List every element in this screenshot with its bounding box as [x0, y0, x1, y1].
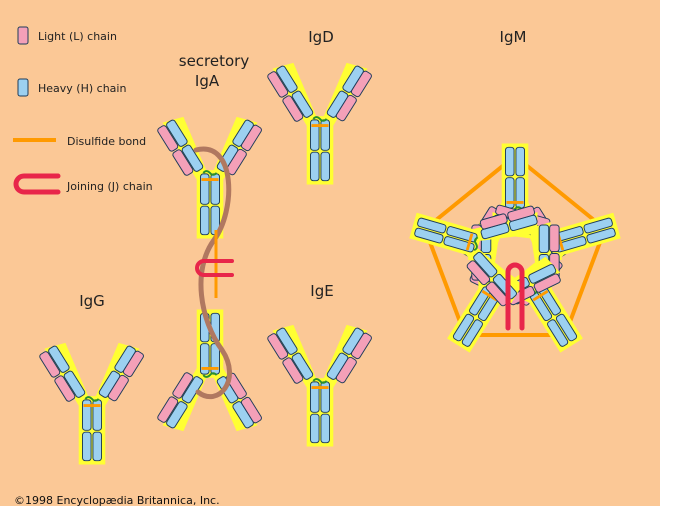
- label-iga: IgA: [195, 72, 220, 90]
- legend-joining-chain: Joining (J) chain: [66, 180, 153, 193]
- label-igg: IgG: [79, 292, 105, 310]
- heavy-chain-segment: [506, 147, 515, 176]
- legend-light-chain: Light (L) chain: [38, 30, 117, 43]
- label-igd: IgD: [308, 28, 334, 46]
- label-secretory: secretory: [179, 52, 250, 70]
- copyright-notice: ©1998 Encyclopædia Britannica, Inc.: [14, 494, 220, 506]
- heavy-chain-segment: [311, 414, 320, 443]
- heavy-chain-segment: [83, 432, 92, 461]
- heavy-chain-segment: [93, 432, 102, 461]
- heavy-chain-segment: [311, 152, 320, 181]
- heavy-chain-segment: [516, 147, 525, 176]
- light-chain-swatch: [18, 27, 28, 44]
- label-ige: IgE: [310, 282, 333, 300]
- heavy-chain-segment: [321, 152, 330, 181]
- light-chain-segment: [550, 225, 560, 252]
- legend-heavy-chain: Heavy (H) chain: [38, 82, 126, 95]
- label-igm: IgM: [500, 28, 527, 46]
- heavy-chain-segment: [201, 206, 210, 235]
- legend-disulfide-bond: Disulfide bond: [67, 135, 146, 148]
- heavy-chain-segment: [321, 414, 330, 443]
- heavy-chain-segment: [539, 225, 549, 253]
- heavy-chain-swatch: [18, 79, 28, 96]
